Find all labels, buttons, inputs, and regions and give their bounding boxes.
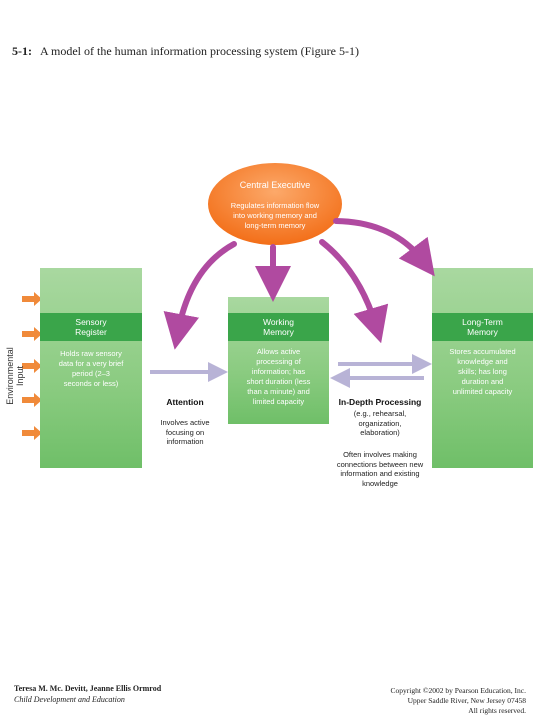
- footer-authors-block: Teresa M. Mc. Devitt, Jeanne Ellis Ormro…: [14, 683, 161, 705]
- attention-title: Attention: [166, 397, 204, 407]
- working-memory-desc: Allows active processing of information;…: [228, 347, 329, 407]
- in-depth-processing-examples: (e.g., rehearsal, organization, elaborat…: [325, 409, 435, 438]
- sensory-register-box: [40, 268, 142, 468]
- desc-line: unlimited capacity: [452, 387, 513, 396]
- desc-line: period (2–3: [72, 369, 110, 378]
- footer-authors: Teresa M. Mc. Devitt, Jeanne Ellis Ormro…: [14, 684, 162, 693]
- desc-line: long-term memory: [244, 221, 306, 230]
- copyright-line: Upper Saddle River, New Jersey 07458: [407, 696, 526, 705]
- in-depth-processing-title: In-Depth Processing: [338, 397, 422, 407]
- slide-title-text: A model of the human information process…: [40, 44, 359, 58]
- desc-line: data for a very brief: [58, 359, 124, 368]
- central-executive-ellipse: [208, 163, 342, 245]
- executive-arrows: [163, 218, 435, 350]
- environmental-input-label: Environmental Input: [5, 347, 25, 405]
- long-term-memory-band: [432, 313, 533, 341]
- desc-line: Often involves making: [343, 450, 417, 459]
- copyright-line: Copyright ©2002 by Pearson Education, In…: [390, 686, 526, 695]
- footer-book-title: Child Development and Education: [14, 695, 125, 704]
- footer-copyright: Copyright ©2002 by Pearson Education, In…: [391, 686, 526, 716]
- label-line: Long-Term: [462, 317, 503, 327]
- long-term-memory-label: Long-Term Memory: [432, 317, 533, 337]
- desc-line: Allows active: [256, 347, 301, 356]
- desc-line: Holds raw sensory: [60, 349, 122, 358]
- desc-line: seconds or less): [63, 379, 119, 388]
- desc-line: focusing on: [165, 427, 205, 437]
- input-arrow: [22, 426, 42, 440]
- desc-line: organization,: [358, 418, 402, 428]
- desc-line: connections between new: [336, 459, 424, 469]
- input-arrow: [22, 359, 42, 373]
- desc-line: processing of: [256, 357, 301, 366]
- central-executive-label: Central Executive: [239, 180, 311, 190]
- working-memory-band: [228, 313, 329, 341]
- slide-number: 5-1:: [12, 44, 32, 58]
- desc-line: limited capacity: [252, 397, 305, 406]
- executive-to-sensory-arrow: [163, 241, 237, 350]
- label-line: Memory: [467, 327, 498, 337]
- input-arrow: [22, 292, 42, 306]
- desc-line: information: [166, 437, 204, 446]
- input-arrow: [22, 393, 42, 407]
- desc-line: skills; has long: [458, 367, 507, 376]
- label-line: Register: [75, 327, 107, 337]
- working-memory-label: Working Memory: [228, 317, 329, 337]
- sensory-register-desc: Holds raw sensory data for a very brief …: [40, 349, 142, 389]
- desc-line: duration and: [461, 377, 504, 386]
- desc-line: Stores accumulated: [449, 347, 516, 356]
- label-line: Working: [262, 317, 295, 327]
- input-arrow: [22, 327, 42, 341]
- desc-line: knowledge and: [457, 357, 508, 366]
- executive-to-longterm-arrow: [333, 218, 435, 277]
- desc-line: information and existing: [340, 469, 420, 478]
- slide-title: 5-1: A model of the human information pro…: [12, 44, 359, 59]
- label-line: Memory: [263, 327, 294, 337]
- desc-line: elaboration): [360, 428, 400, 437]
- desc-line: (e.g., rehearsal,: [353, 409, 407, 418]
- environmental-input-arrows: [22, 292, 42, 440]
- desc-line: Regulates information flow: [230, 201, 320, 210]
- desc-line: into working memory and: [233, 211, 317, 220]
- flow-arrows: [150, 354, 432, 388]
- in-depth-processing-desc: Often involves making connections betwee…: [318, 450, 442, 488]
- desc-line: short duration (less: [246, 377, 311, 386]
- long-term-memory-desc: Stores accumulated knowledge and skills;…: [432, 347, 533, 397]
- executive-to-processing-arrow: [319, 239, 389, 344]
- sensory-register-band: [40, 313, 142, 341]
- long-term-memory-box: [432, 268, 533, 468]
- desc-line: information; has: [251, 367, 306, 376]
- copyright-line: All rights reserved.: [468, 706, 526, 715]
- desc-line: Involves active: [160, 418, 210, 427]
- desc-line: knowledge: [362, 478, 398, 488]
- label-line: Sensory: [75, 317, 107, 327]
- sensory-register-label: Sensory Register: [40, 317, 142, 337]
- desc-line: than a minute) and: [247, 387, 310, 396]
- central-executive-desc: Regulates information flow into working …: [215, 201, 335, 231]
- attention-desc: Involves active focusing on information: [146, 418, 224, 447]
